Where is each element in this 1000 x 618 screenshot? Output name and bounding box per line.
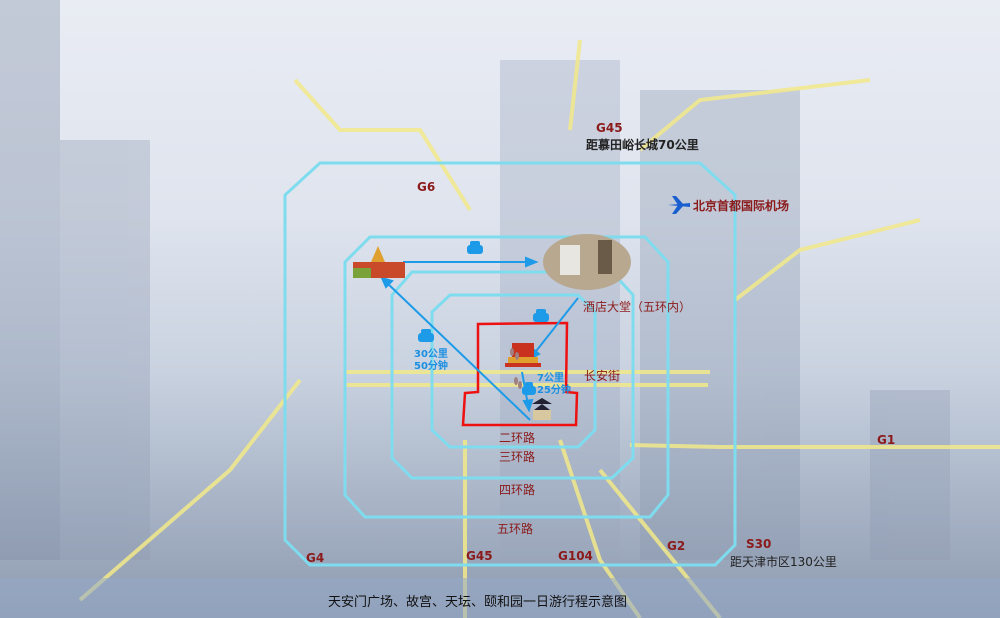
caption-bar: 天安门广场、故宫、天坛、颐和园一日游行程示意图 xyxy=(0,578,1000,618)
temple-of-heaven-icon xyxy=(532,398,552,420)
highway-g104: G104 xyxy=(558,549,593,563)
background-buildings xyxy=(0,0,950,560)
tianjin-distance: 距天津市区130公里 xyxy=(730,555,837,569)
highway-g45-south: G45 xyxy=(466,549,493,563)
ring-5-label: 五环路 xyxy=(497,522,534,536)
ring-4 xyxy=(343,235,670,519)
forbidden-city-boundary xyxy=(461,321,579,427)
route-time: 25分钟 xyxy=(537,385,571,396)
hotel-lobby-image xyxy=(543,234,631,290)
ring-5 xyxy=(283,161,737,567)
highway-g45-north: G45 xyxy=(596,121,623,135)
highway-g4: G4 xyxy=(306,551,325,565)
ring-2-label: 二环路 xyxy=(499,431,536,445)
routes xyxy=(380,256,579,421)
summer-palace-image xyxy=(353,246,405,278)
ring-2 xyxy=(430,293,597,449)
ring-4-label: 四环路 xyxy=(499,483,536,497)
mutianyu-distance: 距慕田峪长城70公里 xyxy=(586,138,699,152)
highway-g6: G6 xyxy=(417,180,436,194)
route-distance: 30公里 xyxy=(414,349,448,360)
airport-label: 北京首都国际机场 xyxy=(693,199,790,213)
airplane-icon xyxy=(668,196,690,214)
summer-palace-route-info: 30公里 50分钟 xyxy=(414,349,448,373)
highway-g2: G2 xyxy=(667,539,686,553)
footprints-icon xyxy=(510,348,522,389)
ring-3-label: 三环路 xyxy=(499,450,536,464)
caption: 天安门广场、故宫、天坛、颐和园一日游行程示意图 xyxy=(328,595,628,610)
highway-g1: G1 xyxy=(877,433,896,447)
car-icon xyxy=(418,241,549,395)
route-distance: 7公里 xyxy=(537,373,564,384)
route-time: 50分钟 xyxy=(414,361,448,372)
temple-route-info: 7公里 25分钟 xyxy=(537,373,571,397)
changan-street-label: 长安街 xyxy=(584,369,621,383)
hotel-label: 酒店大堂（五环内） xyxy=(583,300,692,314)
highway-s30: S30 xyxy=(746,537,772,551)
